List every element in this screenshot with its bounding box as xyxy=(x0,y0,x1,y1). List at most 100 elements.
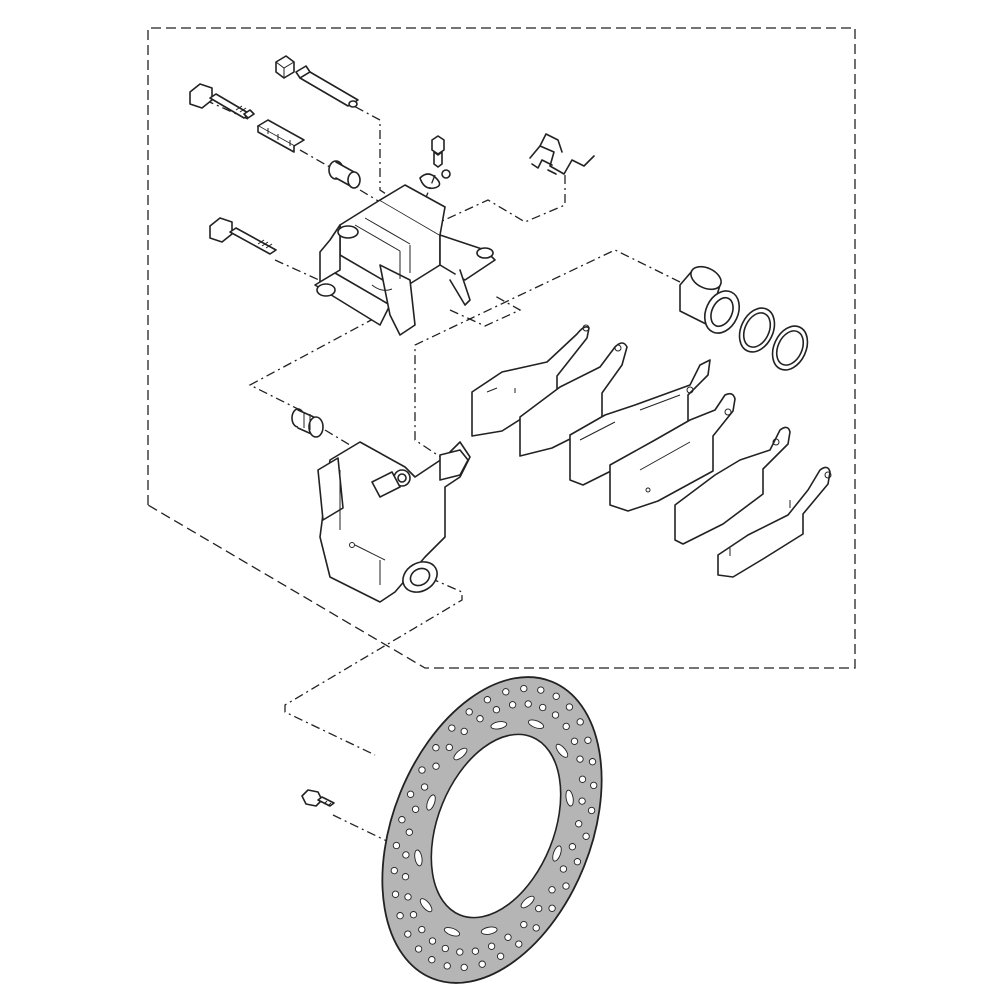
disc-hole xyxy=(588,758,597,766)
disc-hole xyxy=(478,960,486,968)
caliper-mounting-bolt-lower xyxy=(209,217,277,255)
disc-hole xyxy=(460,963,468,972)
disc-slot xyxy=(419,898,433,913)
disc-hole xyxy=(537,686,545,694)
disc-slot xyxy=(552,845,562,862)
disc-hole xyxy=(465,708,473,716)
disc-hole xyxy=(565,703,574,711)
disc-hole xyxy=(520,684,528,693)
disc-hole xyxy=(535,904,543,913)
brake-pad-shim xyxy=(717,466,832,578)
disc-hole xyxy=(471,947,480,955)
disc-hole xyxy=(418,766,426,774)
disc-hole xyxy=(575,820,583,828)
disc-hole xyxy=(539,703,547,712)
disc-hole xyxy=(576,755,584,763)
disc-hole xyxy=(562,722,570,731)
disc-hole xyxy=(551,711,560,719)
disc-hole xyxy=(487,942,496,950)
disc-hole xyxy=(420,783,429,791)
disc-slot xyxy=(520,895,535,909)
disc-hole xyxy=(432,762,440,770)
disc-slot xyxy=(414,849,423,867)
disc-bolt xyxy=(301,789,335,807)
disc-hole xyxy=(504,933,512,941)
pin-boot xyxy=(328,160,361,189)
disc-hole xyxy=(428,937,437,945)
brake-pad-shim xyxy=(519,342,628,457)
disc-hole xyxy=(578,797,586,805)
disc-slot xyxy=(426,794,436,811)
disc-hole xyxy=(418,925,426,934)
disc-slot xyxy=(480,926,498,935)
disc-hole xyxy=(508,701,517,709)
disc-hole xyxy=(448,724,456,732)
disc-hole xyxy=(396,912,404,920)
disc-hole xyxy=(476,715,484,723)
caliper-bracket xyxy=(317,441,471,603)
disc-slot xyxy=(443,927,461,937)
bleed-screw xyxy=(431,135,445,168)
disc-hole xyxy=(404,893,412,901)
disc-hole xyxy=(432,744,440,752)
disc-slot xyxy=(565,789,574,807)
disc-hole xyxy=(398,816,406,824)
caliper-body xyxy=(314,184,496,336)
disc-hole xyxy=(441,944,449,953)
disc-hole xyxy=(401,873,410,881)
disc-hole xyxy=(576,718,584,726)
disc-hole xyxy=(404,930,412,938)
disc-hole xyxy=(532,924,540,932)
disc-hole xyxy=(590,781,598,790)
piston xyxy=(679,265,741,334)
disc-hole xyxy=(391,890,400,898)
disc-hole xyxy=(405,828,413,836)
disc-hole xyxy=(456,948,464,956)
pad-pin xyxy=(295,65,359,108)
dust-seal xyxy=(771,325,809,371)
disc-slot xyxy=(527,719,545,729)
disc-hole xyxy=(548,904,556,912)
pad-pin-plug xyxy=(275,55,295,79)
disc-hole xyxy=(548,886,556,894)
disc-hole xyxy=(515,940,523,948)
bleed-screw-cap xyxy=(419,169,451,190)
disc-hole xyxy=(390,866,398,875)
disc-hole xyxy=(406,790,415,798)
brake-pad xyxy=(569,359,711,486)
disc-hole xyxy=(392,841,401,850)
disc-hole xyxy=(573,858,582,866)
disc-hole xyxy=(483,696,492,704)
disc-hole xyxy=(502,688,510,696)
caliper-bracket-boot xyxy=(291,408,324,438)
disc-hole xyxy=(562,882,570,890)
brake-pad xyxy=(609,392,736,512)
disc-hole xyxy=(568,843,577,851)
disc-hole xyxy=(496,952,505,960)
disc-hole xyxy=(524,700,532,708)
brake-disc xyxy=(381,676,603,984)
disc-hole xyxy=(559,865,568,873)
disc-hole xyxy=(582,832,590,840)
disc-hole xyxy=(428,956,436,964)
disc-hole xyxy=(409,911,418,919)
disc-slot xyxy=(490,721,508,730)
disc-hole xyxy=(411,805,420,813)
assembly-boundary xyxy=(147,27,856,669)
disc-hole xyxy=(460,727,468,736)
disc-hole xyxy=(520,920,528,929)
disc-hole xyxy=(445,743,453,752)
piston-seal xyxy=(738,307,776,353)
disc-hole xyxy=(587,806,596,815)
disc-hole xyxy=(552,692,560,700)
disc-slot xyxy=(555,743,569,758)
disc-slot xyxy=(453,747,468,761)
caliper-mounting-bolt-upper xyxy=(189,83,255,119)
brake-pad-shim xyxy=(674,426,791,545)
disc-hole xyxy=(578,775,587,783)
pad-spring xyxy=(529,133,595,175)
disc-hole xyxy=(570,737,579,745)
disc-hole xyxy=(584,736,592,744)
